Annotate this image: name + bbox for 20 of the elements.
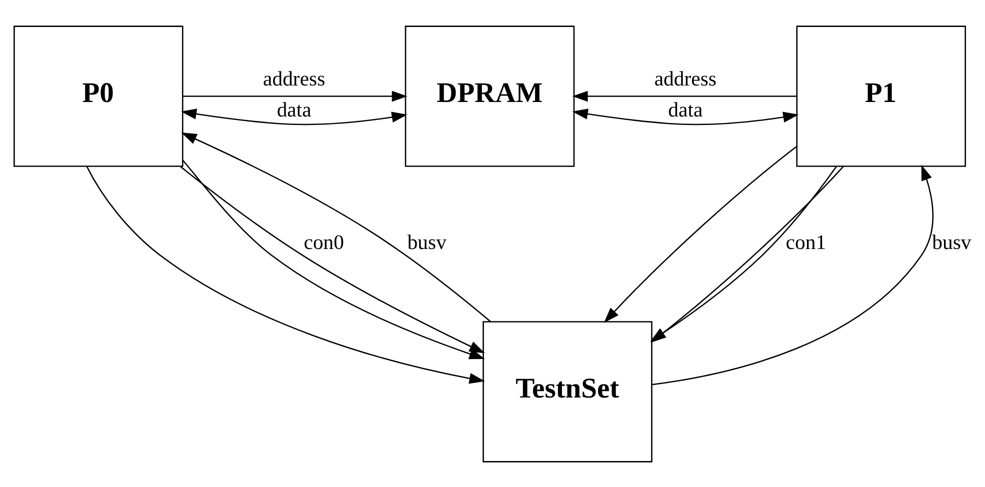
arrow	[651, 164, 933, 385]
node-box: P1	[796, 25, 966, 166]
edge-label: con1	[785, 231, 826, 254]
edge-label: busv	[406, 231, 446, 254]
arrow	[180, 132, 490, 322]
arrow	[603, 146, 796, 322]
arrow	[180, 108, 407, 125]
edge-label: address	[654, 68, 716, 90]
node-box: TestnSet	[482, 320, 652, 462]
edge-label: address	[262, 68, 325, 90]
edge-label: busv	[932, 231, 971, 254]
node-box: DPRAM	[404, 25, 574, 166]
edge-label: data	[276, 99, 311, 122]
arrow	[182, 90, 407, 102]
arrow	[572, 90, 796, 102]
arrow	[86, 166, 484, 384]
node-box: P0	[13, 25, 183, 166]
edge-label: con0	[303, 231, 344, 254]
arrow	[572, 108, 798, 125]
edge-label: data	[668, 99, 702, 122]
